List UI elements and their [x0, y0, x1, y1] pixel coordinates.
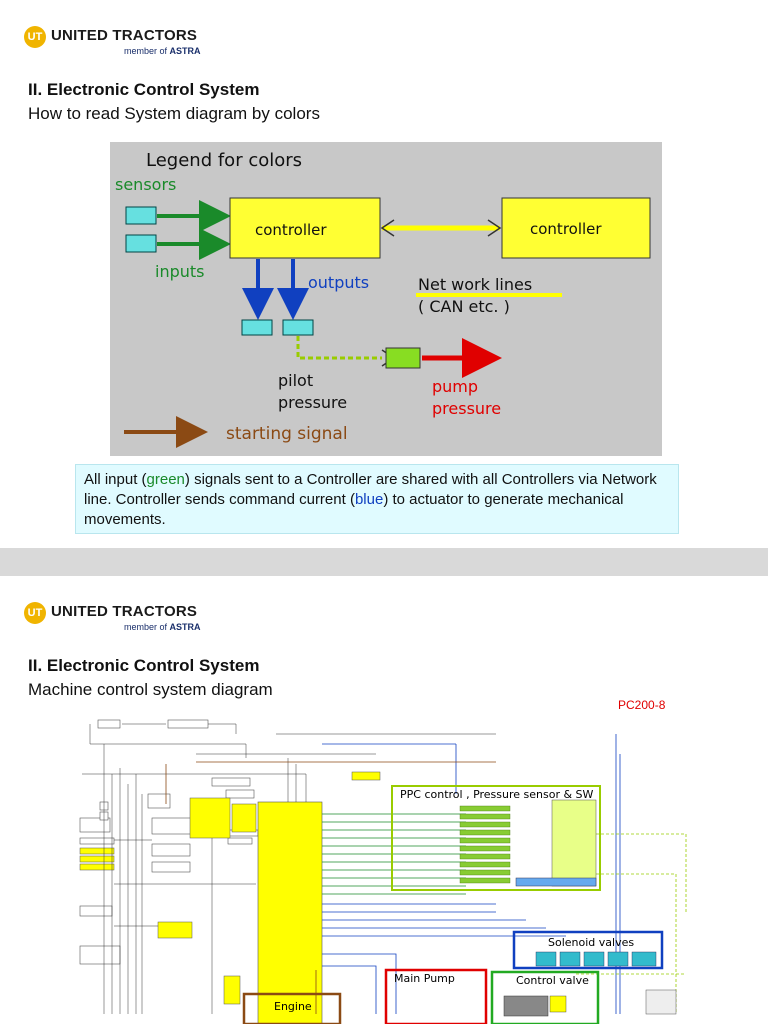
valve-box — [385, 347, 421, 369]
legend-network-2: ( CAN etc. ) — [418, 297, 510, 316]
slide-subtitle: How to read System diagram by colors — [28, 104, 320, 123]
controller-left-label: controller — [255, 221, 327, 239]
slide-title: II. Electronic Control System — [28, 80, 260, 99]
legend-svg: Legend for colors sensors inputs control… — [115, 150, 651, 448]
engine-box — [242, 992, 342, 1024]
note-blue-word: blue — [354, 491, 384, 508]
wiring-lines — [82, 723, 496, 1014]
legend-heading: Legend for colors — [146, 150, 302, 171]
ppc-label: PPC control , Pressure sensor & SW — [400, 788, 594, 801]
logo-member: member of ASTRA — [124, 46, 201, 56]
signal-lines-colored — [165, 734, 687, 1014]
ppc-box — [391, 785, 601, 891]
logo-badge-icon: UT — [24, 26, 46, 48]
control-valve-sensor — [549, 995, 567, 1013]
model-label: PC200-8 — [618, 698, 666, 712]
legend-inputs: inputs — [155, 262, 205, 281]
color-legend-diagram: Legend for colors sensors inputs control… — [110, 142, 662, 456]
network-arrowhead-right — [487, 219, 502, 237]
controller-box-right — [501, 197, 651, 259]
legend-pump-2: pressure — [432, 399, 501, 418]
solenoid-box — [512, 930, 664, 970]
legend-starting-signal: starting signal — [226, 424, 348, 444]
slide-system-diagram: UT UNITED TRACTORS member of ASTRA II. E… — [0, 576, 768, 1024]
engine-label: Engine — [274, 1000, 312, 1013]
logo-name: UNITED TRACTORS — [51, 603, 198, 620]
explanation-note: All input (green) signals sent to a Cont… — [75, 464, 679, 534]
system-diagram-svg: PPC control , Pressure sensor & SW Solen… — [79, 719, 687, 1024]
logo-name: UNITED TRACTORS — [51, 27, 198, 44]
note-green-word: green — [146, 471, 185, 488]
sensor-box-2 — [125, 234, 157, 253]
main-pump-label: Main Pump — [394, 972, 455, 985]
controller-box-left — [229, 197, 381, 259]
solenoid-label: Solenoid valves — [548, 936, 634, 949]
legend-outputs: outputs — [308, 273, 369, 292]
control-valve-body — [503, 995, 549, 1017]
control-valve-box — [490, 970, 600, 1024]
ppc-shuttle-box — [515, 877, 597, 887]
left-component-boxes — [79, 719, 259, 965]
ppc-sensor-strips — [459, 805, 511, 884]
main-pump-box — [384, 968, 488, 1024]
legend-pump-1: pump — [432, 377, 478, 396]
legend-pilot-1: pilot — [278, 371, 313, 390]
controller-right-label: controller — [530, 220, 602, 238]
slide-legend: UT UNITED TRACTORS member of ASTRA II. E… — [24, 24, 679, 534]
pump-controller-box — [257, 801, 323, 1024]
company-logo: UT UNITED TRACTORS member of ASTRA — [24, 600, 224, 640]
logo-member: member of ASTRA — [124, 622, 201, 632]
network-arrowhead-left — [380, 219, 395, 237]
slide-subtitle: Machine control system diagram — [28, 680, 273, 699]
control-valve-label: Control valve — [516, 974, 589, 987]
actuator-box-2 — [282, 319, 314, 336]
legend-sensors: sensors — [115, 175, 176, 194]
actuator-box-1 — [241, 319, 273, 336]
slide-separator — [0, 548, 768, 576]
ppc-valve-box — [551, 799, 597, 887]
legend-pilot-2: pressure — [278, 393, 347, 412]
legend-network-1: Net work lines — [418, 275, 532, 294]
pilot-pressure-line — [296, 336, 382, 360]
solenoid-units — [535, 951, 657, 967]
yellow-sensor-boxes — [79, 771, 381, 1005]
company-logo: UT UNITED TRACTORS member of ASTRA — [24, 24, 224, 64]
monitor-box — [231, 803, 257, 833]
right-component-box — [645, 989, 677, 1015]
logo-badge-icon: UT — [24, 602, 46, 624]
slide-title: II. Electronic Control System — [28, 656, 260, 675]
sensor-box-1 — [125, 206, 157, 225]
